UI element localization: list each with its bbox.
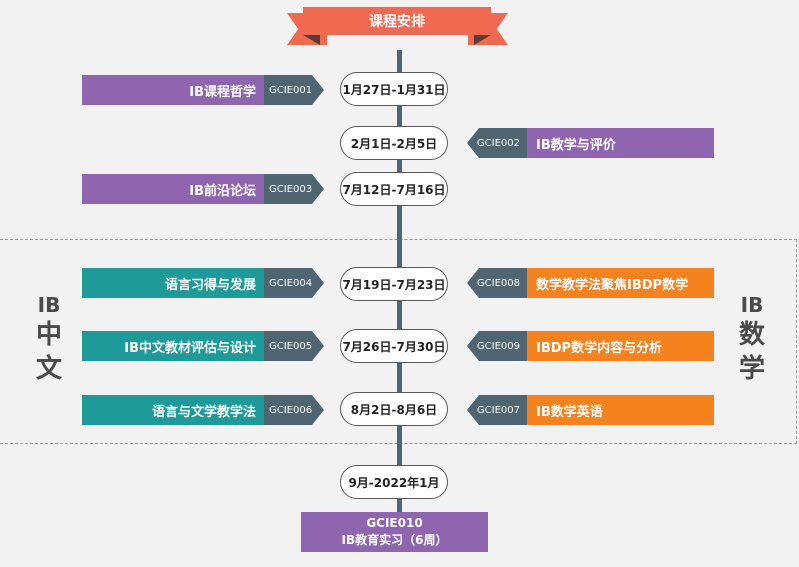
right-label-line1: IB (740, 293, 764, 317)
course-code-gcie001: GCIE001 (264, 75, 324, 105)
course-code-gcie005: GCIE005 (264, 331, 324, 361)
course-name-gcie001: IB课程哲学 (82, 75, 266, 105)
course-name-gcie007: IB数学英语 (527, 395, 714, 425)
date-pill-1: 1月27日-1月31日 (340, 72, 448, 106)
internship-code: GCIE010 (366, 516, 423, 530)
course-name-gcie009: IBDP数学内容与分析 (527, 331, 714, 361)
course-name-gcie006: 语言与文学教学法 (82, 395, 266, 425)
course-code-gcie009: GCIE009 (467, 331, 527, 361)
course-name-gcie008: 数学教学法聚焦IBDP数学 (527, 268, 714, 298)
date-pill-2: 2月1日-2月5日 (340, 126, 448, 160)
left-label-line3: 文 (35, 354, 62, 384)
ribbon-fold-right (474, 35, 491, 45)
internship-box: GCIE010 IB教育实习（6周） (301, 512, 488, 552)
course-name-gcie002: IB教学与评价 (527, 128, 714, 158)
right-label-line2: 数 (738, 320, 765, 350)
date-pill-4: 7月19日-7月23日 (340, 267, 448, 301)
left-section-label: IB 中 文 (19, 292, 79, 386)
date-pill-3: 7月12日-7月16日 (340, 172, 448, 206)
course-name-gcie004: 语言习得与发展 (82, 268, 266, 298)
course-code-gcie002: GCIE002 (467, 128, 527, 158)
course-name-gcie005: IB中文教材评估与设计 (82, 331, 266, 361)
page-title: 课程安排 (303, 7, 491, 35)
internship-name: IB教育实习（6周） (341, 533, 448, 547)
date-pill-7: 9月-2022年1月 (340, 465, 448, 499)
course-code-gcie007: GCIE007 (467, 395, 527, 425)
date-pill-6: 8月2日-8月6日 (340, 392, 448, 426)
left-label-line1: IB (37, 293, 61, 317)
right-section-label: IB 数 学 (722, 292, 782, 386)
ribbon-fold-left (303, 35, 320, 45)
course-code-gcie004: GCIE004 (264, 268, 324, 298)
course-code-gcie003: GCIE003 (264, 174, 324, 204)
course-code-gcie006: GCIE006 (264, 395, 324, 425)
date-pill-5: 7月26日-7月30日 (340, 329, 448, 363)
course-code-gcie008: GCIE008 (467, 268, 527, 298)
right-label-line3: 学 (738, 354, 765, 384)
course-name-gcie003: IB前沿论坛 (82, 174, 266, 204)
left-label-line2: 中 (35, 320, 62, 350)
